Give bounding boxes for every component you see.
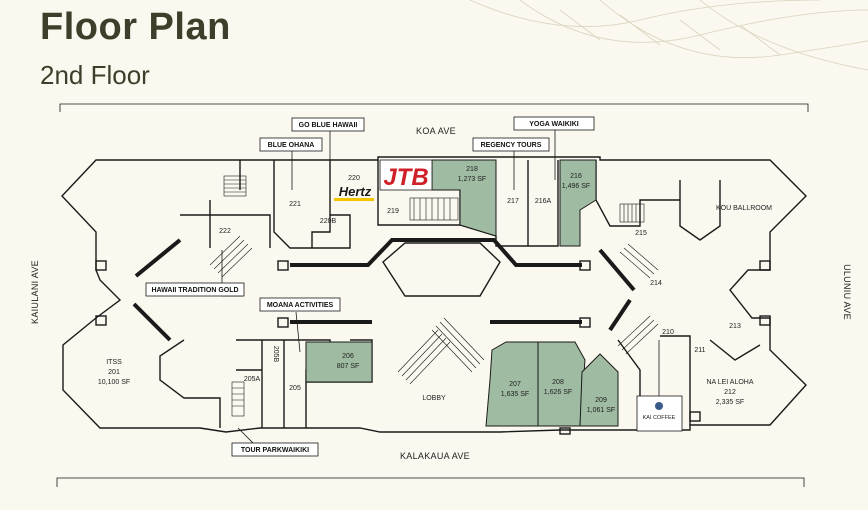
- svg-text:KAI COFFEE: KAI COFFEE: [643, 415, 676, 421]
- tag-hawaii-tradition-gold: HAWAII TRADITION GOLD: [151, 287, 238, 294]
- tag-blue-ohana: BLUE OHANA: [268, 142, 315, 149]
- room-205-label: 205: [289, 385, 301, 392]
- jtb-logo: JTB: [379, 159, 433, 191]
- tag-regency-tours: REGENCY TOURS: [481, 142, 542, 149]
- room-208-area: 1,626 SF: [544, 389, 572, 396]
- tag-yoga-waikiki: YOGA WAIKIKI: [529, 121, 579, 128]
- escalators: [209, 175, 659, 417]
- building-outline: [61, 156, 807, 433]
- room-208-number: 208: [552, 379, 564, 386]
- kou-ballroom-label: KOU BALLROOM: [716, 205, 772, 212]
- street-north: KOA AVE: [416, 126, 456, 136]
- room-218-number: 218: [466, 166, 478, 173]
- street-east: ULUNIU AVE: [842, 264, 852, 320]
- tag-go-blue-hawaii: GO BLUE HAWAII: [299, 122, 358, 129]
- room-211-label: 211: [694, 347, 705, 354]
- street-south: KALAKAUA AVE: [400, 451, 470, 461]
- room-216-number: 216: [570, 173, 582, 180]
- room-209-area: 1,061 SF: [587, 407, 615, 414]
- page-subtitle: 2nd Floor: [40, 60, 150, 90]
- room-212-number: 212: [724, 389, 736, 396]
- hertz-logo: Hertz: [334, 184, 374, 201]
- room-216a-label: 216A: [535, 198, 552, 205]
- room-219-label: 219: [387, 208, 399, 215]
- room-201-name: ITSS: [106, 359, 122, 366]
- room-201-area: 10,100 SF: [98, 379, 130, 386]
- room-206-area: 807 SF: [337, 363, 360, 370]
- room-205b-label: 205B: [272, 346, 279, 363]
- room-205a-label: 205A: [244, 376, 261, 383]
- room-220b-label: 220B: [320, 218, 337, 225]
- room-222-label: 222: [219, 228, 231, 235]
- room-206-number: 206: [342, 353, 354, 360]
- room-215-label: 215: [635, 230, 647, 237]
- room-209: [579, 353, 619, 427]
- svg-text:Hertz: Hertz: [339, 184, 372, 199]
- room-206: [305, 341, 373, 383]
- room-212-area: 2,335 SF: [716, 399, 744, 406]
- room-207-number: 207: [509, 381, 521, 388]
- room-217-label: 217: [507, 198, 519, 205]
- room-214-label: 214: [650, 280, 662, 287]
- kai-coffee-logo: KAI COFFEE: [636, 395, 683, 432]
- room-210-label: 210: [662, 329, 674, 336]
- room-220-label: 220: [348, 175, 360, 182]
- room-207-area: 1,635 SF: [501, 391, 529, 398]
- lobby-label: LOBBY: [422, 395, 446, 402]
- svg-text:JTB: JTB: [383, 164, 428, 191]
- room-213-label: 213: [729, 323, 741, 330]
- page-title: Floor Plan: [40, 6, 231, 48]
- room-201-number: 201: [108, 369, 120, 376]
- room-212-name: NA LEI ALOHA: [706, 379, 753, 386]
- room-216: [559, 159, 597, 247]
- decorative-leaf-pattern: [469, 0, 868, 71]
- tag-moana-activities: MOANA ACTIVITIES: [267, 302, 334, 309]
- room-209-number: 209: [595, 397, 607, 404]
- room-221-label: 221: [289, 201, 301, 208]
- street-west: KAIULANI AVE: [30, 260, 40, 324]
- room-216-area: 1,496 SF: [562, 183, 590, 190]
- room-218-area: 1,273 SF: [458, 176, 486, 183]
- tag-tour-parkwaikiki: TOUR PARKWAIKIKI: [241, 447, 309, 454]
